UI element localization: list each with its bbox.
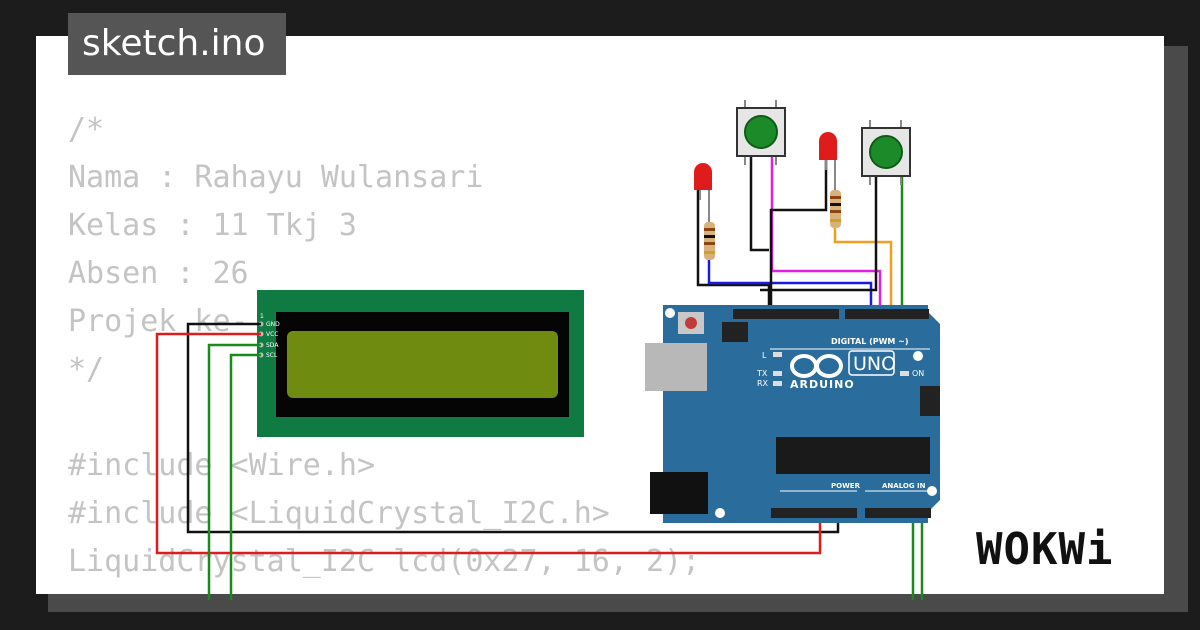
code-line: /* (68, 112, 105, 147)
wire-led2-gnd (769, 160, 828, 312)
led-label-rx: RX (757, 379, 769, 388)
led-label-tx: TX (756, 369, 768, 378)
code-line: */ (68, 352, 105, 387)
code-line: Nama : Rahayu Wulansari (68, 160, 484, 195)
analog-label: ANALOG IN (882, 482, 926, 490)
lcd-wires (155, 322, 924, 600)
code-line: Kelas : 11 Tkj 3 (68, 208, 357, 243)
wire-btn1-gnd (749, 155, 769, 252)
usb-port (645, 343, 707, 391)
code-line: #include <Wire.h> (68, 448, 376, 483)
digital-header-left (733, 309, 839, 319)
wokwi-logo: WOKWi (976, 524, 1114, 575)
code-line: int (68, 586, 700, 594)
wire-lcd-gnd (186, 322, 840, 534)
led-1[interactable] (694, 163, 712, 222)
arduino-uno-board[interactable]: DIGITAL (PWM ~) L TX RX ARDUINO UNO ON P… (645, 305, 940, 523)
lcd-module[interactable]: 1 GND VCC SDA SCL (257, 290, 584, 437)
wire-led1-gnd (696, 190, 771, 312)
code-line: Absen : 26 (68, 256, 249, 291)
wire-lcd-scl (229, 353, 261, 600)
analog-header (865, 508, 931, 518)
pushbutton-2[interactable] (861, 120, 911, 185)
lcd-screen (287, 331, 558, 398)
lcd-pin-gnd: GND (266, 321, 280, 328)
resistor-2 (830, 190, 841, 228)
lcd-pin-sda: SDA (266, 342, 279, 349)
wire-lcd-vcc (155, 332, 822, 555)
atmega-chip (776, 437, 930, 474)
arduino-model: UNO (853, 353, 896, 375)
wire-led1-signal (707, 260, 873, 312)
code-line: LiquidCrystal_I2C lcd(0x27, 16, 2); (68, 544, 701, 579)
wire-btn2-gnd (760, 175, 878, 292)
lcd-pin-scl: SCL (266, 352, 278, 359)
arduino-logo (790, 354, 843, 378)
led-2[interactable] (819, 132, 837, 190)
lcd-pin-1: 1 (260, 313, 264, 320)
on-label: ON (912, 369, 924, 378)
led-label-l: L (762, 351, 767, 360)
power-jack (650, 472, 708, 514)
lcd-pin-labels: 1 GND VCC SDA SCL (260, 313, 280, 359)
digital-label: DIGITAL (PWM ~) (831, 337, 909, 346)
pushbutton-1[interactable] (736, 100, 786, 165)
power-label: POWER (831, 482, 861, 490)
arduino-brand: ARDUINO (790, 378, 855, 391)
wire-lcd-sda (207, 343, 261, 600)
lcd-pin-vcc: VCC (266, 331, 278, 338)
digital-header-right (845, 309, 929, 319)
power-header (771, 508, 857, 518)
wire-led2-signal (833, 228, 893, 312)
resistor-1 (704, 222, 715, 260)
filename-tab[interactable]: sketch.ino (68, 13, 286, 75)
component-wires (696, 155, 904, 312)
